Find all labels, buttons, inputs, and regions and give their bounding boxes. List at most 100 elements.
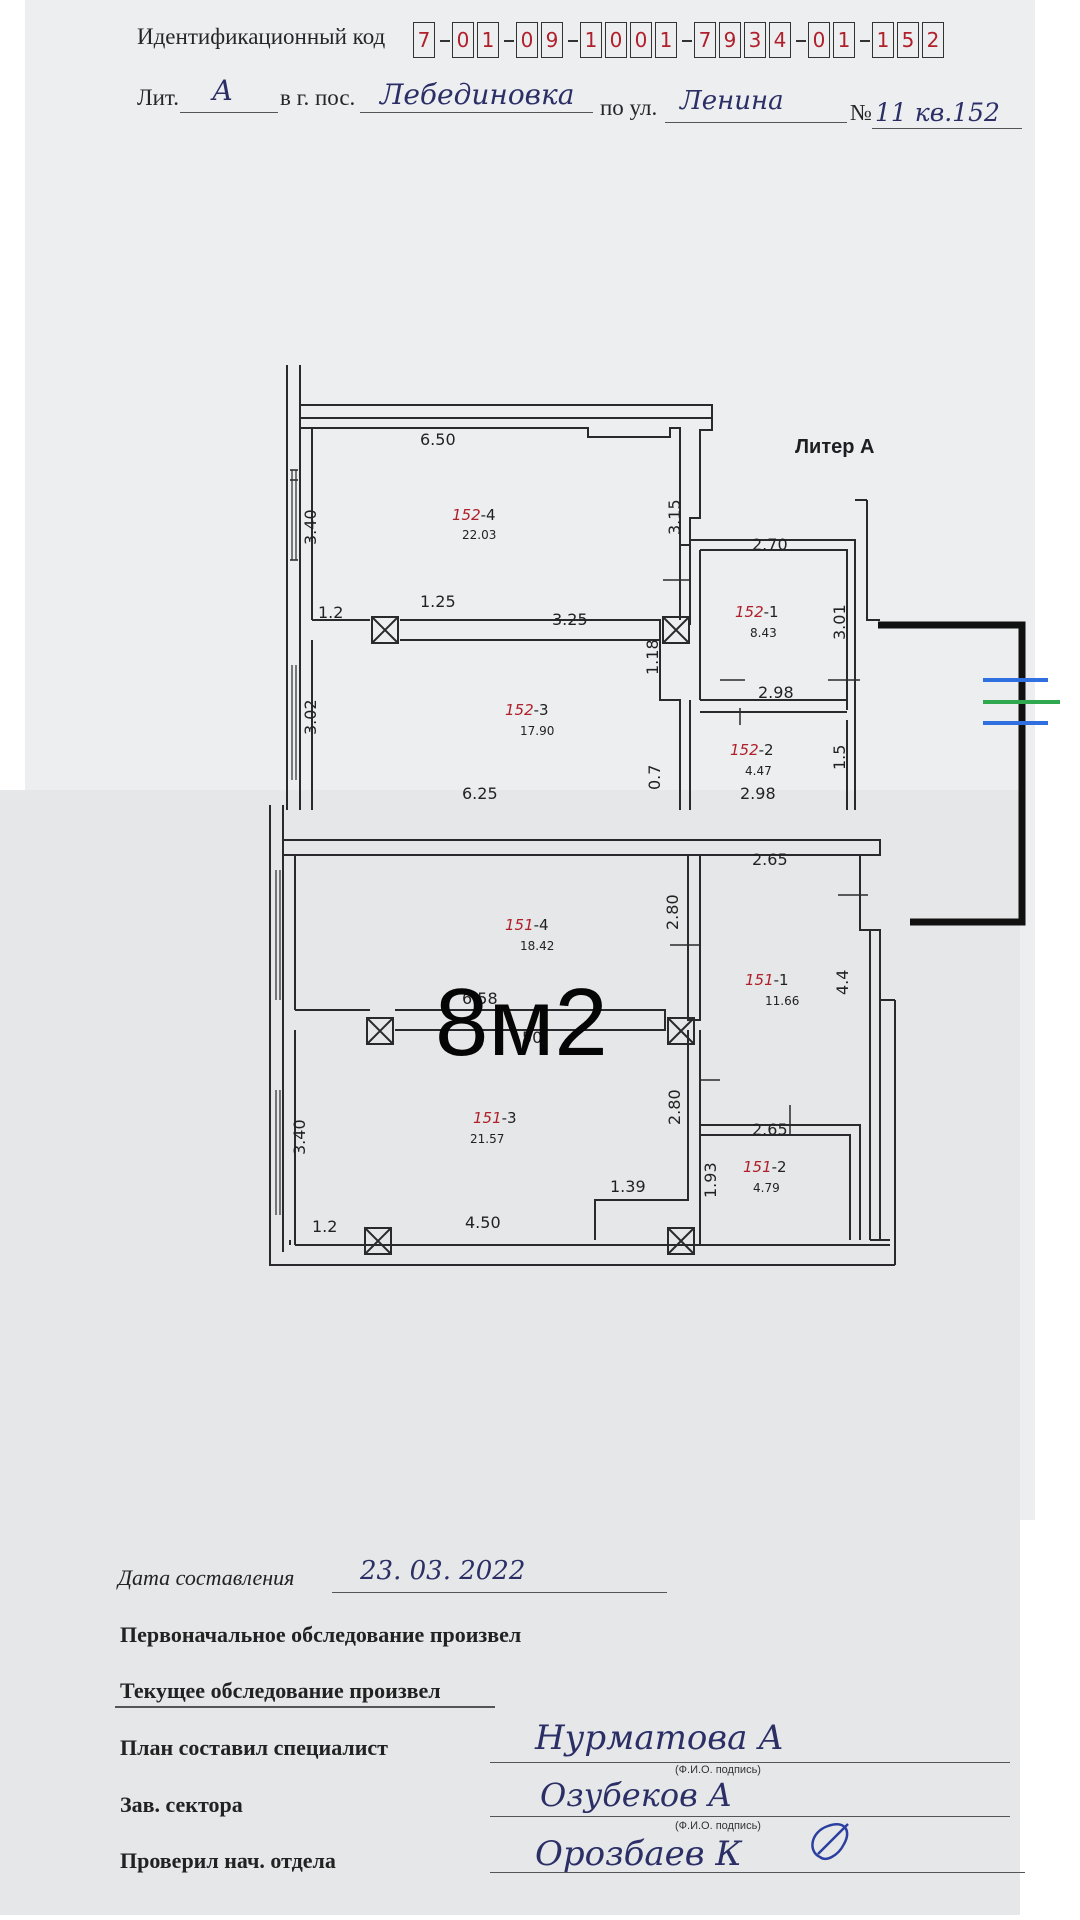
dim-label: 2.80 (665, 1089, 684, 1125)
id-code-box: 2 (922, 22, 944, 58)
id-code-box: 3 (744, 22, 766, 58)
dimension-labels: 6.50 3.40 3.15 2.70 3.01 1.2 1.25 3.25 1… (290, 430, 852, 1236)
room-152-1-area: 8.43 (750, 626, 777, 640)
room-151-2-number: 151-2 (743, 1158, 787, 1176)
id-code-box: 7 (694, 22, 716, 58)
id-code-box: 9 (719, 22, 741, 58)
id-code-box: 1 (477, 22, 499, 58)
room-152-2-area: 4.47 (745, 764, 772, 778)
date-label: Дата составления (118, 1565, 295, 1590)
lit-underline (180, 112, 278, 113)
dim-label: 1.93 (701, 1162, 720, 1198)
balcony-outline (878, 621, 1026, 926)
dim-label: 3.15 (665, 499, 684, 535)
city-label: в г. пос. (280, 85, 356, 110)
room-152-3-area: 17.90 (520, 724, 554, 738)
sector-underline (490, 1816, 1010, 1817)
street-label: по ул. (600, 95, 658, 120)
id-code-box: 0 (605, 22, 627, 58)
dim-label: 1.18 (643, 639, 662, 675)
signature-scribble (811, 1823, 849, 1861)
city-value: Лебединовка (380, 78, 575, 111)
id-code-box: 9 (541, 22, 563, 58)
plan-by-label: План составил специалист (120, 1735, 388, 1760)
dim-label: 4.4 (833, 970, 852, 995)
id-code-separator (504, 40, 514, 42)
dim-label: 3.01 (830, 604, 849, 640)
dim-label: 2.65 (752, 1120, 788, 1139)
room-labels: 152-4 22.03 152-3 17.90 152-1 8.43 152-2… (452, 506, 799, 1195)
date-underline (332, 1592, 667, 1593)
vent-shafts (364, 616, 695, 1255)
id-code-box: 1 (872, 22, 894, 58)
dim-label: 6.50 (420, 430, 456, 449)
lit-value: А (212, 74, 234, 107)
initial-survey-label: Первоначальное обследование произвел (120, 1622, 522, 1647)
dept-head-underline (490, 1872, 1025, 1873)
current-survey-underline (115, 1706, 495, 1708)
id-code-box: 5 (897, 22, 919, 58)
city-underline (360, 112, 593, 113)
date-value: 23. 03. 2022 (360, 1556, 526, 1586)
id-code-box: 1 (655, 22, 677, 58)
signature-caption: (Ф.И.О. подпись) (675, 1820, 761, 1832)
dim-label: 6.58 (462, 989, 498, 1008)
signature-caption: (Ф.И.О. подпись) (675, 1764, 761, 1776)
dim-label: 2.80 (663, 894, 682, 930)
id-code-separator (440, 40, 450, 42)
liter-label: Литер А (795, 436, 874, 458)
dim-label: 0.7 (645, 765, 664, 790)
id-code-separator (796, 40, 806, 42)
dim-label: 1.2 (312, 1217, 337, 1236)
number-underline (872, 128, 1022, 129)
dim-label: 3.40 (301, 509, 320, 545)
id-code-box: 4 (769, 22, 791, 58)
dim-label: 3.02 (301, 699, 320, 735)
id-code-separator (860, 40, 870, 42)
dim-label: 2.98 (740, 784, 776, 803)
street-value: Ленина (680, 86, 784, 116)
room-151-1-area: 11.66 (765, 994, 799, 1008)
number-value: 11 кв.152 (875, 98, 1000, 127)
dim-label: 1.25 (420, 592, 456, 611)
room-152-2-number: 152-2 (730, 741, 774, 759)
id-code-box: 0 (808, 22, 830, 58)
id-code-separator (568, 40, 578, 42)
dim-label: 3.40 (290, 1119, 309, 1155)
id-code-box: 1 (580, 22, 602, 58)
room-151-3-area: 21.57 (470, 1132, 504, 1146)
number-label: № (850, 100, 872, 125)
dim-label: 1.5 (830, 745, 849, 770)
document-sheet-bottom (0, 790, 1020, 1915)
id-code-box: 0 (452, 22, 474, 58)
dim-label: 50 (522, 1028, 542, 1047)
plan-by-value: Нурматова А (535, 1718, 784, 1758)
room-151-4-number: 151-4 (505, 916, 549, 934)
plan-by-underline (490, 1762, 1010, 1763)
room-151-4-area: 18.42 (520, 939, 554, 953)
dim-label: 1.2 (318, 603, 343, 622)
room-152-3-number: 152-3 (505, 701, 549, 719)
id-code-box: 1 (833, 22, 855, 58)
room-151-2-area: 4.79 (753, 1181, 780, 1195)
dim-label: 6.25 (462, 784, 498, 803)
room-152-4-area: 22.03 (462, 528, 496, 542)
lit-label: Лит. (137, 85, 179, 110)
overlay-area-label: 8м2 (435, 969, 608, 1076)
dim-label: 4.50 (465, 1213, 501, 1232)
dim-label: 2.65 (752, 850, 788, 869)
dept-head-label: Проверил нач. отдела (120, 1848, 336, 1873)
room-151-3-number: 151-3 (473, 1109, 517, 1127)
dim-label: 2.98 (758, 683, 794, 702)
room-151-1-number: 151-1 (745, 971, 789, 989)
room-152-1-number: 152-1 (735, 603, 779, 621)
id-code-label: Идентификационный код (137, 24, 386, 49)
sector-label: Зав. сектора (120, 1792, 243, 1817)
room-152-4-number: 152-4 (452, 506, 496, 524)
current-survey-label: Текущее обследование произвел (120, 1678, 441, 1703)
id-code-box: 0 (516, 22, 538, 58)
dim-label: 3.25 (552, 610, 588, 629)
id-code-separator (682, 40, 692, 42)
dim-label: 1.39 (610, 1177, 646, 1196)
